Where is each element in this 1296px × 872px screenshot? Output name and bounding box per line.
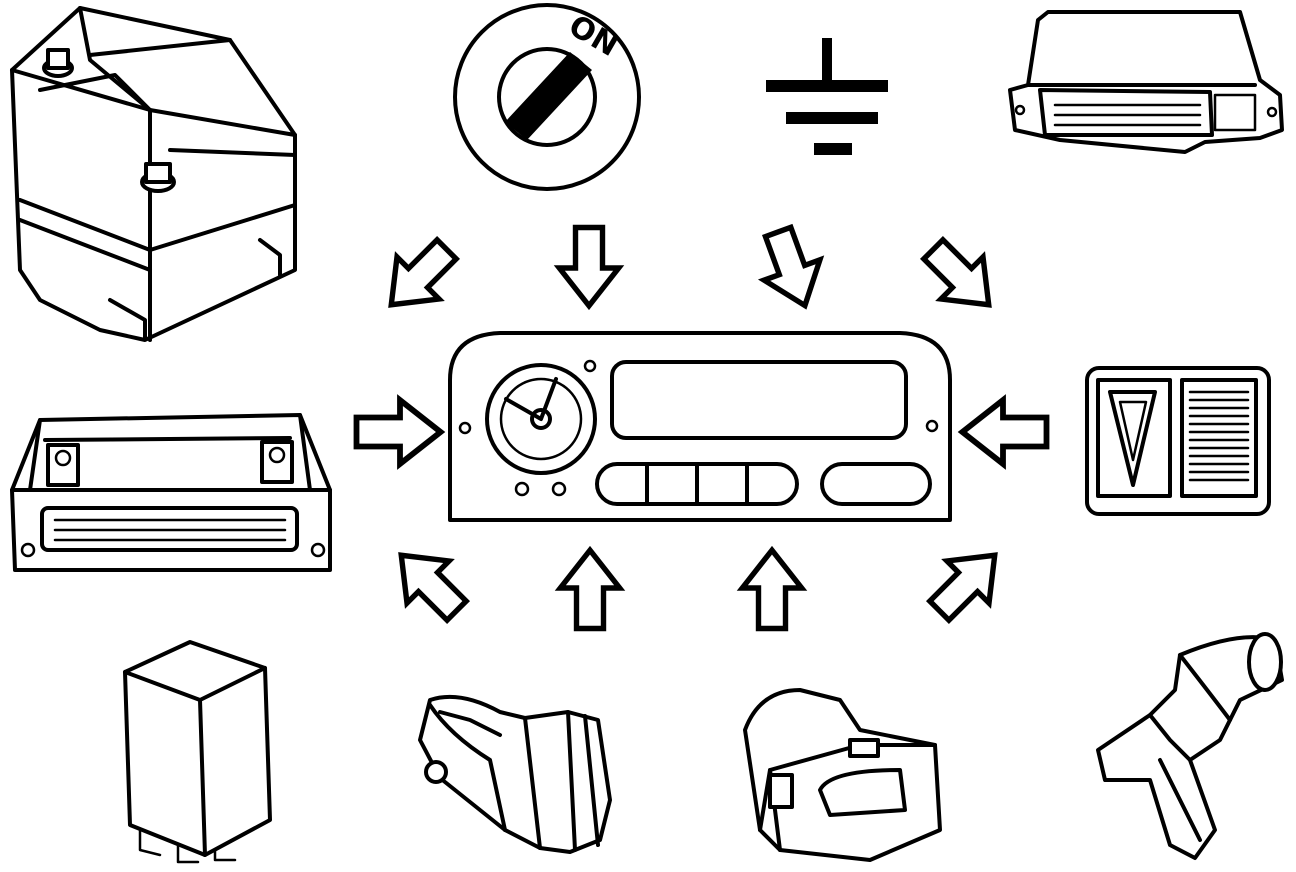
sensor (1096, 632, 1284, 860)
relay (123, 640, 272, 864)
arrow-right-middle (957, 394, 1050, 470)
battery (10, 6, 297, 342)
connector-plug (418, 694, 612, 854)
control-module-left (10, 413, 332, 572)
arrows (353, 223, 1050, 632)
instrument-cluster (448, 331, 952, 522)
arrow-bottom-2 (554, 545, 626, 632)
arrow-bottom-4 (925, 552, 998, 625)
arrow-top-1 (388, 235, 461, 308)
arrow-top-4 (919, 235, 992, 308)
arrow-bottom-3 (736, 545, 808, 632)
arrow-top-3 (757, 223, 825, 310)
ground-symbol (766, 38, 888, 155)
connector-socket (743, 688, 942, 862)
arrow-left-middle (353, 394, 446, 470)
ignition-switch: ON (453, 3, 641, 191)
warning-switch (1085, 366, 1271, 516)
control-module-top-right (1008, 10, 1284, 154)
arrow-bottom-1 (398, 552, 471, 625)
arrow-top-2 (553, 224, 625, 311)
